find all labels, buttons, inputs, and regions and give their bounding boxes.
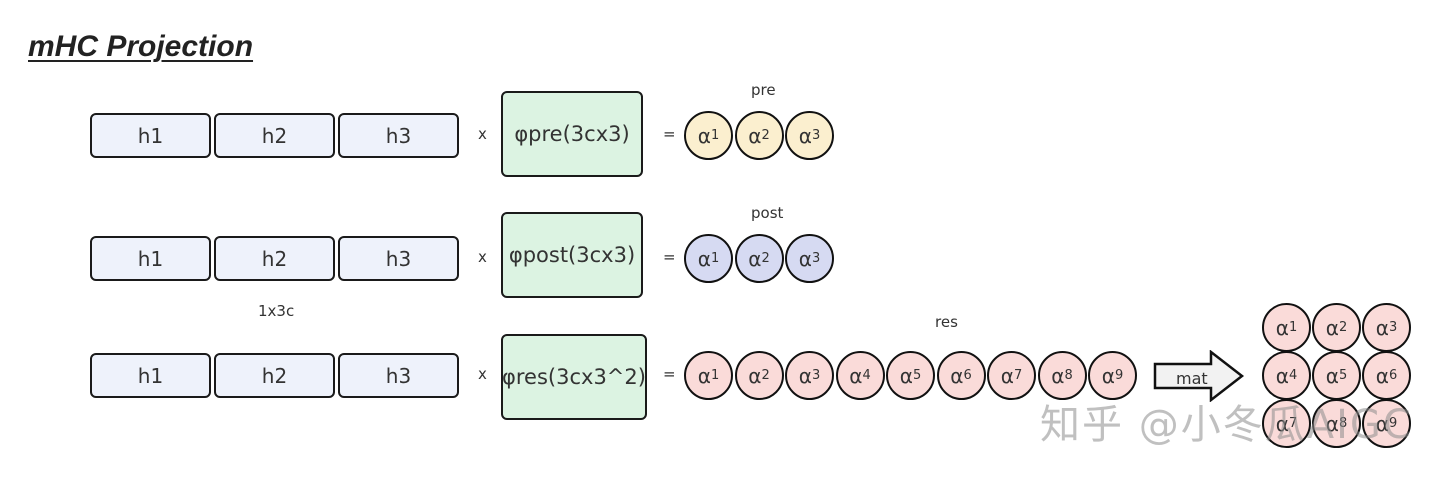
alpha-symbol: α <box>798 363 812 388</box>
alpha-symbol: α <box>1375 411 1389 436</box>
alpha-index: 7 <box>1013 368 1023 383</box>
alpha-index: 1 <box>710 368 720 383</box>
alpha-symbol: α <box>1275 411 1289 436</box>
mat-arrow-label: mat <box>1176 369 1208 388</box>
phi-res-box: φres(3cx3^2) <box>501 334 647 420</box>
h-cell: h2 <box>214 353 335 398</box>
alpha-index: 2 <box>761 368 770 383</box>
alpha-symbol: α <box>950 363 964 388</box>
alpha-symbol: α <box>1051 363 1065 388</box>
multiply-sign: x <box>478 365 487 383</box>
h-cell: h3 <box>338 236 459 281</box>
res-output-label: res <box>935 313 958 331</box>
alpha-symbol: α <box>1101 363 1115 388</box>
alpha-index: 3 <box>811 251 821 266</box>
h-cell: h3 <box>338 353 459 398</box>
alpha-index: 2 <box>761 128 770 143</box>
alpha-symbol: α <box>748 363 762 388</box>
h-cell: h1 <box>90 353 211 398</box>
h-cell: h2 <box>214 113 335 158</box>
h-cell: h3 <box>338 113 459 158</box>
phi-pre-box: φpre(3cx3) <box>501 91 643 177</box>
alpha-symbol: α <box>899 363 913 388</box>
alpha-symbol: α <box>798 246 812 271</box>
alpha-index: 5 <box>912 368 922 383</box>
mat-arrow-icon <box>1153 350 1245 402</box>
alpha-symbol: α <box>798 123 812 148</box>
alpha-index: 3 <box>811 128 821 143</box>
diagram-title: mHC Projection <box>28 30 254 63</box>
pre-output-label: pre <box>751 81 776 99</box>
alpha-symbol: α <box>1375 315 1389 340</box>
alpha-index: 5 <box>1338 368 1348 383</box>
alpha-symbol: α <box>1325 411 1339 436</box>
alpha-symbol: α <box>1275 363 1289 388</box>
alpha-index: 7 <box>1288 416 1298 431</box>
alpha-index: 1 <box>1288 320 1298 335</box>
shape-label: 1x3c <box>258 302 295 320</box>
equals-sign: = <box>663 365 676 383</box>
alpha-index: 9 <box>1388 416 1398 431</box>
alpha-index: 4 <box>1288 368 1298 383</box>
alpha-symbol: α <box>1000 363 1014 388</box>
alpha-index: 9 <box>1114 368 1124 383</box>
alpha-index: 2 <box>761 251 770 266</box>
h-cell: h1 <box>90 236 211 281</box>
alpha-symbol: α <box>748 246 762 271</box>
alpha-index: 6 <box>963 368 972 383</box>
equals-sign: = <box>663 248 676 266</box>
alpha-index: 1 <box>710 251 720 266</box>
multiply-sign: x <box>478 248 487 266</box>
alpha-symbol: α <box>697 123 711 148</box>
alpha-symbol: α <box>1375 363 1389 388</box>
alpha-symbol: α <box>748 123 762 148</box>
alpha-symbol: α <box>697 246 711 271</box>
post-output-label: post <box>751 204 784 222</box>
alpha-index: 3 <box>811 368 821 383</box>
multiply-sign: x <box>478 125 487 143</box>
alpha-index: 1 <box>710 128 720 143</box>
alpha-index: 3 <box>1388 320 1398 335</box>
watermark: 知乎 @小冬瓜AIGC <box>1040 402 1413 448</box>
alpha-index: 8 <box>1064 368 1073 383</box>
alpha-index: 6 <box>1388 368 1398 383</box>
alpha-index: 8 <box>1338 416 1348 431</box>
h-cell: h2 <box>214 236 335 281</box>
alpha-index: 2 <box>1338 320 1348 335</box>
alpha-symbol: α <box>1325 363 1339 388</box>
phi-post-box: φpost(3cx3) <box>501 212 643 298</box>
alpha-symbol: α <box>849 363 863 388</box>
alpha-symbol: α <box>697 363 711 388</box>
equals-sign: = <box>663 125 676 143</box>
alpha-symbol: α <box>1325 315 1339 340</box>
alpha-index: 4 <box>862 368 871 383</box>
h-cell: h1 <box>90 113 211 158</box>
alpha-symbol: α <box>1275 315 1289 340</box>
